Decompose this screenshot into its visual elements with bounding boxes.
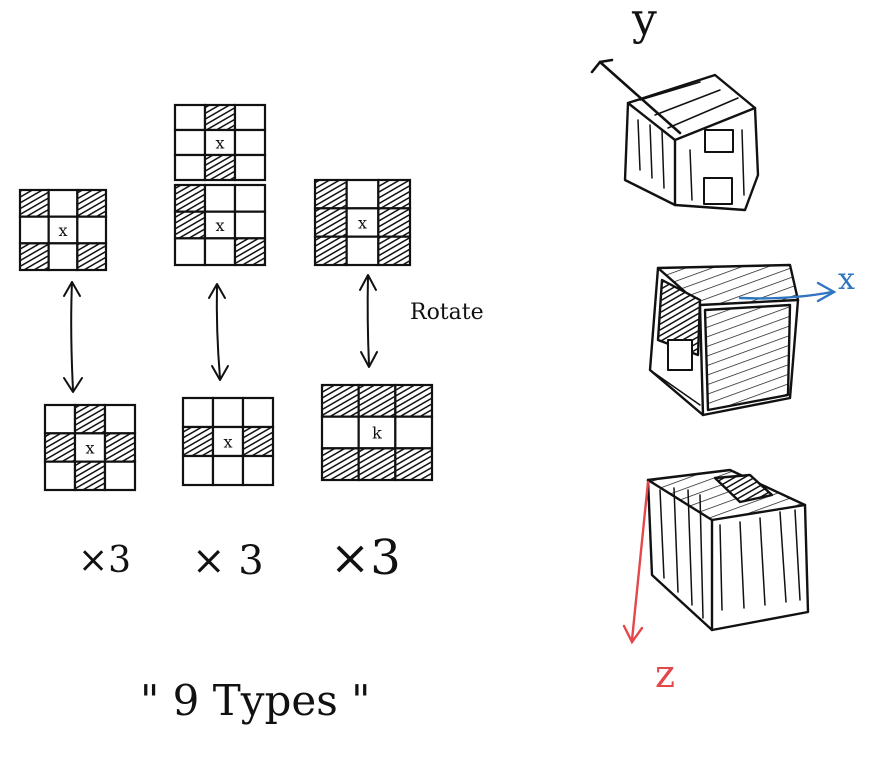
edge-grid-extra-center-mark: x xyxy=(215,134,224,153)
nine-types-label: " 9 Types " xyxy=(140,676,371,725)
edge-grid-top-cell-8 xyxy=(233,237,267,267)
x-axis-arrow xyxy=(738,281,837,303)
corner-grid-bottom-cell-1 xyxy=(73,403,107,435)
edge-grid-bottom-center-mark: x xyxy=(223,433,232,452)
edge-grid-extra-cell-6 xyxy=(173,153,207,182)
corner-grid-top-cell-1 xyxy=(47,188,79,218)
corner-grid-bottom-cell-0 xyxy=(43,403,77,435)
corner-grid-top-cell-7 xyxy=(47,242,79,272)
rotate-label: Rotate xyxy=(410,300,484,325)
face-grid-top-cell-3 xyxy=(313,207,348,238)
edge-grid-top-cell-3 xyxy=(173,210,207,240)
edge-grid-top-cell-7 xyxy=(203,237,237,267)
corner-grid-top-center-mark: x xyxy=(58,221,67,240)
corner-grid-bottom-cell-7 xyxy=(73,460,107,492)
rotate-arrow-corner xyxy=(63,281,83,393)
corner-grid-bottom-cell-8 xyxy=(103,460,137,492)
edge-grid-bottom-cell-7 xyxy=(211,454,245,487)
rotate-arrow-edge xyxy=(208,283,229,381)
edge-grid-top-cell-6 xyxy=(173,237,207,267)
edge-grid-bottom-cell-1 xyxy=(211,396,245,429)
corner-grid-top-cell-5 xyxy=(76,215,108,245)
z-axis-arrow xyxy=(622,480,650,645)
edge-grid-top-center-mark: x xyxy=(215,216,224,235)
edge-grid-bottom-cell-8 xyxy=(241,454,275,487)
face-grid-bottom-center-mark: k xyxy=(372,424,382,443)
face-grid-bottom-cell-5 xyxy=(394,415,434,450)
edge-grid-bottom-cell-6 xyxy=(181,454,215,487)
cube-y-axis xyxy=(590,58,760,212)
edge-grid-top: x xyxy=(173,183,267,267)
corner-grid-top-cell-3 xyxy=(18,215,50,245)
face-grid-bottom-cell-0 xyxy=(320,383,360,418)
face-grid-top-cell-8 xyxy=(377,235,412,267)
edge-grid-bottom-cell-3 xyxy=(181,425,215,458)
edge-grid-extra-cell-2 xyxy=(233,103,267,132)
cube-z-axis xyxy=(646,468,810,632)
face-grid-top-cell-2 xyxy=(377,178,412,210)
edge-grid-bottom-cell-0 xyxy=(181,396,215,429)
multiplier-corner: ×3 xyxy=(78,540,132,581)
axis-y-label: y xyxy=(632,0,657,45)
edge-grid-extra-cell-3 xyxy=(173,128,207,157)
face-grid-bottom-cell-1 xyxy=(357,383,397,418)
corner-grid-top-cell-0 xyxy=(18,188,50,218)
corner-grid-bottom: x xyxy=(43,403,137,492)
cube-x-axis xyxy=(648,263,800,417)
edge-grid-extra-cell-1 xyxy=(203,103,237,132)
edge-grid-bottom-cell-2 xyxy=(241,396,275,429)
corner-grid-bottom-cell-6 xyxy=(43,460,77,492)
edge-grid-bottom: x xyxy=(181,396,275,487)
multiplier-face: ×3 xyxy=(330,530,401,586)
face-grid-top-cell-7 xyxy=(345,235,380,267)
axis-x-label: x xyxy=(838,262,855,297)
corner-grid-bottom-cell-5 xyxy=(103,432,137,463)
edge-grid-top-cell-2 xyxy=(233,183,267,213)
corner-grid-top: x xyxy=(18,188,108,272)
edge-grid-top-cell-0 xyxy=(173,183,207,213)
face-grid-top: x xyxy=(313,178,412,267)
multiplier-edge: × 3 xyxy=(192,538,264,584)
face-grid-bottom-cell-7 xyxy=(357,447,397,482)
edge-grid-extra-cell-7 xyxy=(203,153,237,182)
corner-grid-top-cell-8 xyxy=(76,242,108,272)
axis-z-label: z xyxy=(655,652,676,696)
corner-grid-top-cell-6 xyxy=(18,242,50,272)
face-grid-bottom: k xyxy=(320,383,434,482)
face-grid-top-cell-0 xyxy=(313,178,348,210)
face-grid-top-cell-1 xyxy=(345,178,380,210)
face-grid-bottom-cell-6 xyxy=(320,447,360,482)
face-grid-top-center-mark: x xyxy=(358,214,367,233)
corner-grid-bottom-center-mark: x xyxy=(85,439,94,458)
edge-grid-top-cell-5 xyxy=(233,210,267,240)
corner-grid-top-cell-2 xyxy=(76,188,108,218)
rotate-arrow-face xyxy=(359,274,378,368)
face-grid-bottom-cell-2 xyxy=(394,383,434,418)
edge-grid-top-cell-1 xyxy=(203,183,237,213)
edge-grid-bottom-cell-5 xyxy=(241,425,275,458)
face-grid-top-cell-5 xyxy=(377,207,412,238)
face-grid-bottom-cell-8 xyxy=(394,447,434,482)
face-grid-top-cell-6 xyxy=(313,235,348,267)
edge-grid-extra-cell-5 xyxy=(233,128,267,157)
corner-grid-bottom-cell-2 xyxy=(103,403,137,435)
face-grid-bottom-cell-3 xyxy=(320,415,360,450)
edge-grid-extra: x xyxy=(173,103,267,182)
corner-grid-bottom-cell-3 xyxy=(43,432,77,463)
edge-grid-extra-cell-8 xyxy=(233,153,267,182)
edge-grid-extra-cell-0 xyxy=(173,103,207,132)
